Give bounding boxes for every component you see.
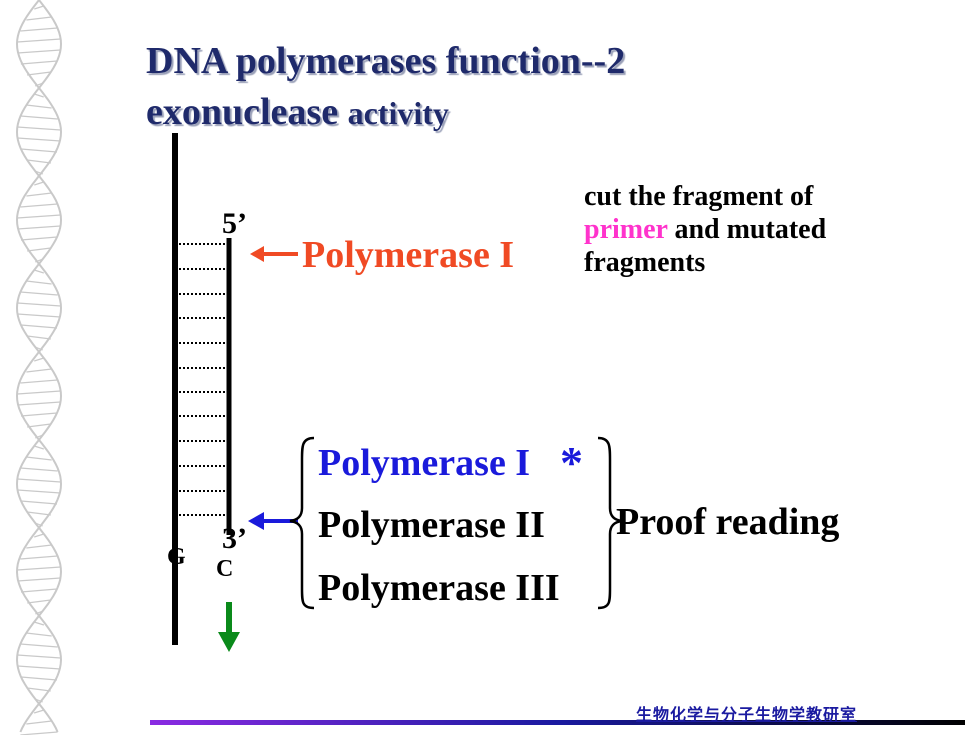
polymerase-i-exonuclease-label: Polymerase I xyxy=(302,234,515,276)
base-c-label: C xyxy=(216,556,234,582)
proof-reading-label: Proof reading xyxy=(616,501,840,543)
title-word-exonuclease: exonuclease xyxy=(146,91,339,133)
proofreading-polymerase-iii: Polymerase III xyxy=(318,567,560,609)
arrow-proofreading-3prime xyxy=(248,512,298,530)
slide-title-line-2: exonuclease activity xyxy=(146,93,449,131)
five-prime-label: 5’ xyxy=(222,207,247,240)
proofreading-polymerase-ii: Polymerase II xyxy=(318,504,545,546)
note-primer-highlight: primer xyxy=(584,214,668,245)
arrow-polymerase-i-5prime xyxy=(250,246,298,262)
dna-helix-border-decoration xyxy=(15,0,63,735)
slide-title-line-1: DNA polymerases function--2 xyxy=(146,40,626,82)
base-g-label: G xyxy=(167,544,186,570)
proofreading-polymerase-i: Polymerase I xyxy=(318,442,531,484)
arrow-synthesis-direction xyxy=(218,602,240,652)
base-pair-rungs xyxy=(179,243,226,516)
left-brace xyxy=(289,436,315,610)
note-text-part-1: cut the fragment of xyxy=(584,181,814,212)
note-text-part-2: and mutated fragments xyxy=(584,214,827,278)
asterisk-marker: * xyxy=(560,437,583,488)
title-word-activity: activity xyxy=(347,95,449,131)
footer-department-name: 生物化学与分子生物学教研室 xyxy=(636,705,858,724)
exonuclease-function-note: cut the fragment of primer and mutated f… xyxy=(584,180,884,279)
three-prime-label: 3’ xyxy=(222,522,247,555)
